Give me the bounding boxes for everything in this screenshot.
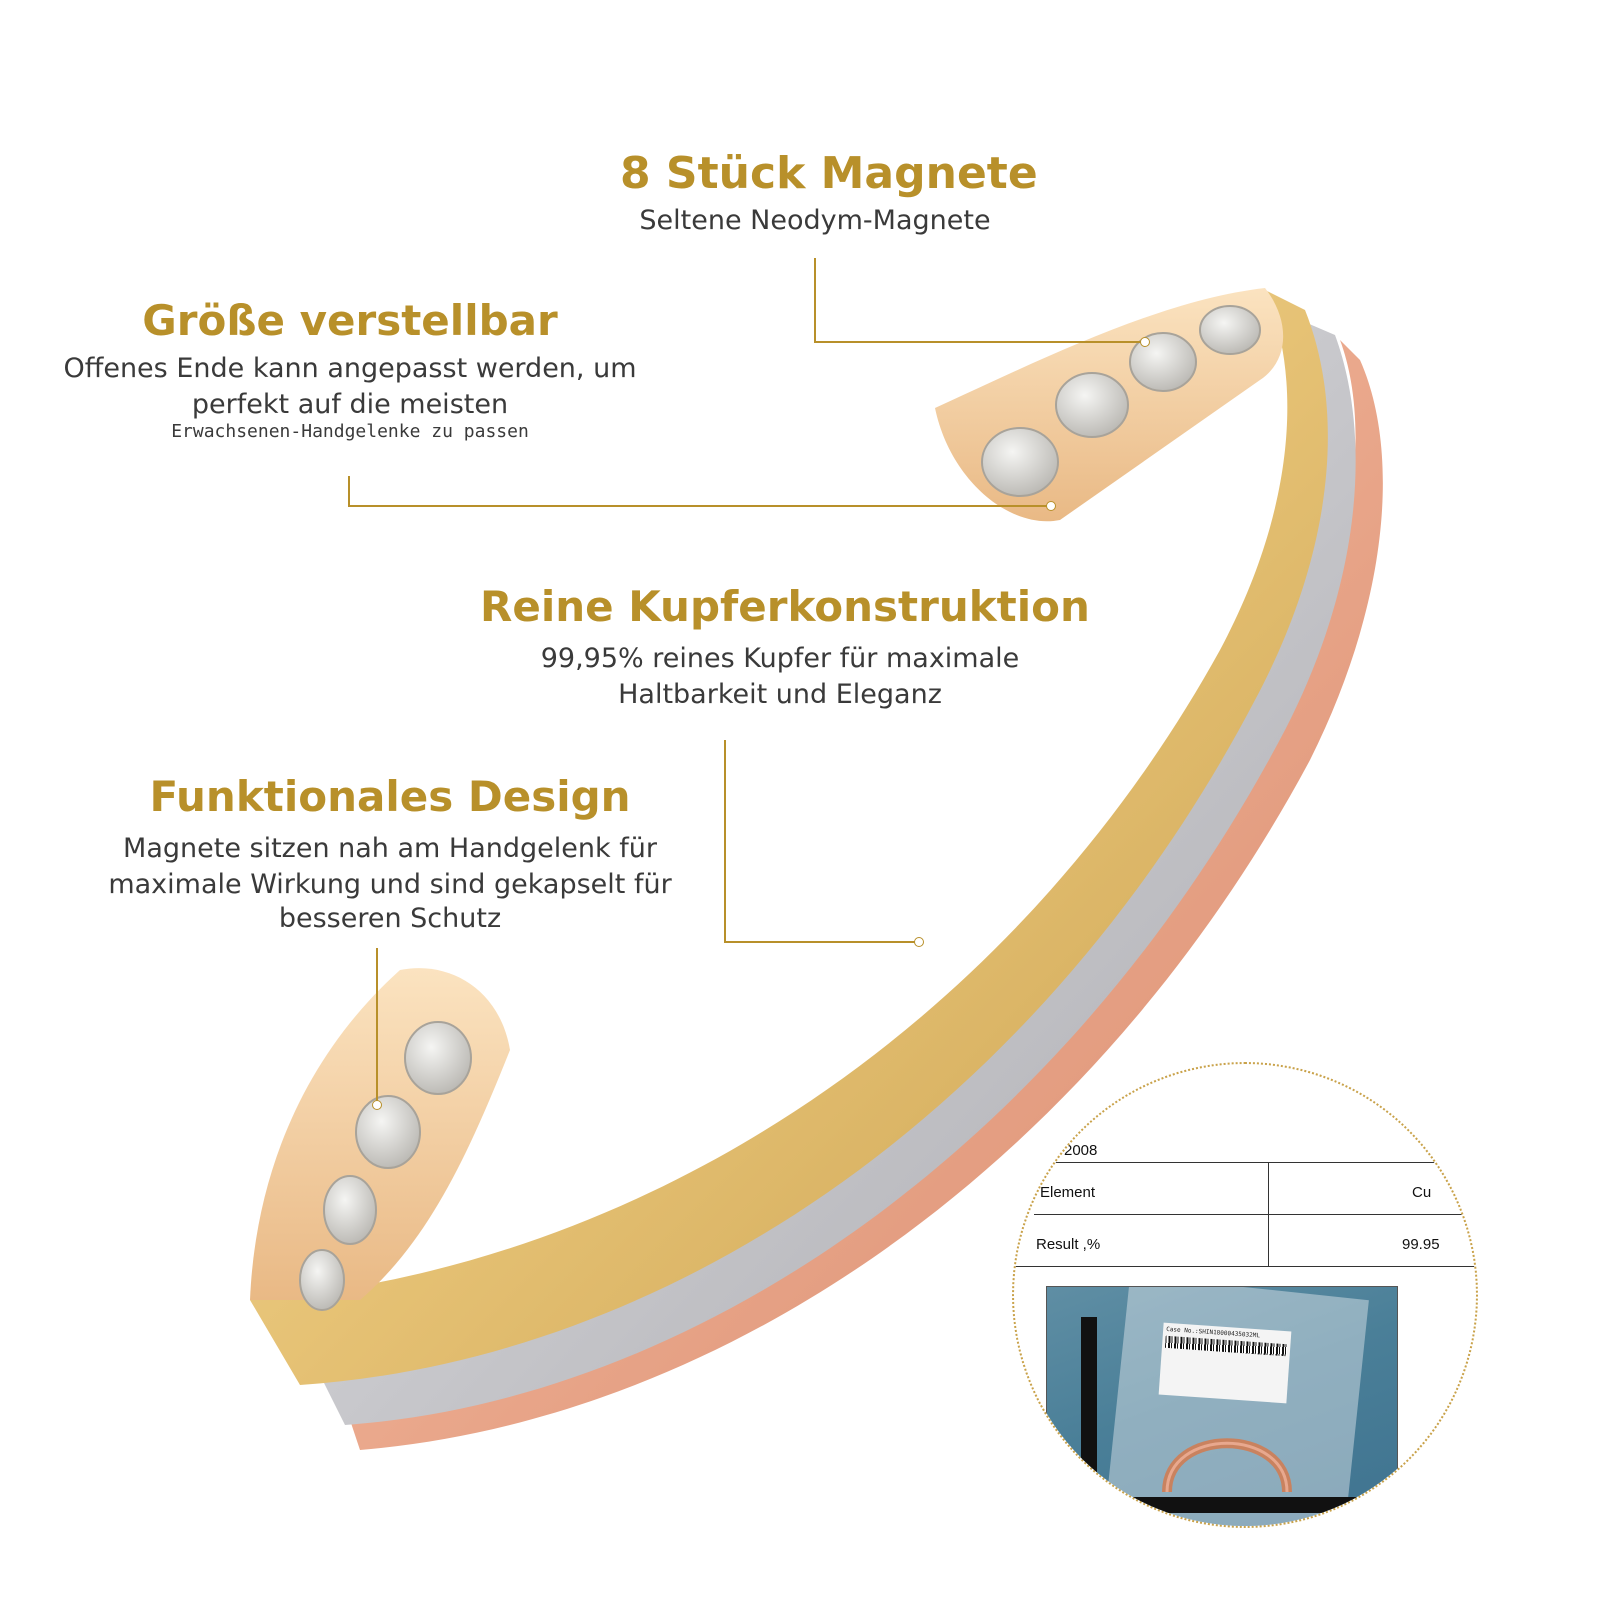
certificate-element-value: Cu (1412, 1184, 1432, 1201)
magnet-bottom-2 (355, 1095, 421, 1169)
gold-band (250, 290, 1328, 1385)
copper-title: Reine Kupferkonstruktion (480, 582, 1090, 631)
magnet-top-4 (1199, 305, 1261, 355)
copper-leader-dot (914, 937, 924, 947)
magnet-bottom-4 (299, 1249, 345, 1311)
design-line2: maximale Wirkung und sind gekapselt für (108, 869, 672, 900)
magnets-leader-vertical (814, 258, 816, 342)
size-line1: Offenes Ende kann angepasst werden, um (63, 353, 637, 384)
certificate-rule-top (1034, 1162, 1464, 1163)
certificate-result-value: 99.95 (1402, 1236, 1440, 1253)
size-title: Größe verstellbar (142, 296, 558, 345)
design-title: Funktionales Design (149, 772, 631, 821)
sample-bracelet (1162, 1438, 1292, 1493)
magnets-leader-dot (1140, 337, 1150, 347)
sample-label: Case No.:SHIN18000435032ML (1158, 1322, 1292, 1404)
copper-line1: 99,95% reines Kupfer für maximale (540, 643, 1020, 674)
magnet-top-1 (981, 427, 1059, 497)
size-line3: Erwachsenen-Handgelenke zu passen (171, 421, 529, 442)
size-line2: perfekt auf die meisten (191, 389, 509, 420)
size-leader-horizontal (348, 505, 1048, 507)
certificate-rule-bottom (1014, 1266, 1476, 1267)
copper-line2: Haltbarkeit und Eleganz (618, 679, 942, 710)
certificate-result-label: Result ,% (1036, 1236, 1101, 1253)
magnet-bottom-1 (404, 1021, 472, 1095)
design-line3: besseren Schutz (278, 903, 502, 934)
ruler-vertical (1081, 1317, 1097, 1487)
copper-leader-horizontal (724, 941, 918, 943)
magnets-subtitle: Seltene Neodym-Magnete (639, 205, 991, 236)
magnet-top-3 (1129, 332, 1197, 392)
certificate-element-label: Element (1040, 1184, 1096, 1201)
magnet-bottom-3 (323, 1175, 377, 1245)
design-leader-vertical (376, 948, 378, 1104)
copper-leader-vertical (724, 740, 726, 942)
ruler-horizontal (1047, 1497, 1397, 1513)
design-leader-dot (372, 1100, 382, 1110)
size-leader-vertical (348, 476, 350, 506)
design-line1: Magnete sitzen nah am Handgelenk für (123, 833, 657, 864)
magnet-top-2 (1055, 372, 1129, 438)
certificate-year: 2008 (1064, 1142, 1098, 1159)
certificate-sample-photo: Case No.:SHIN18000435032ML (1046, 1286, 1398, 1526)
magnets-title: 8 Stück Magnete (620, 148, 1038, 199)
magnets-leader-horizontal (814, 341, 1144, 343)
certificate-inset: 2008 Element Cu Result ,% 99.95 Case No.… (1012, 1062, 1478, 1528)
certificate-rule-middle (1034, 1214, 1464, 1215)
size-leader-dot (1046, 501, 1056, 511)
